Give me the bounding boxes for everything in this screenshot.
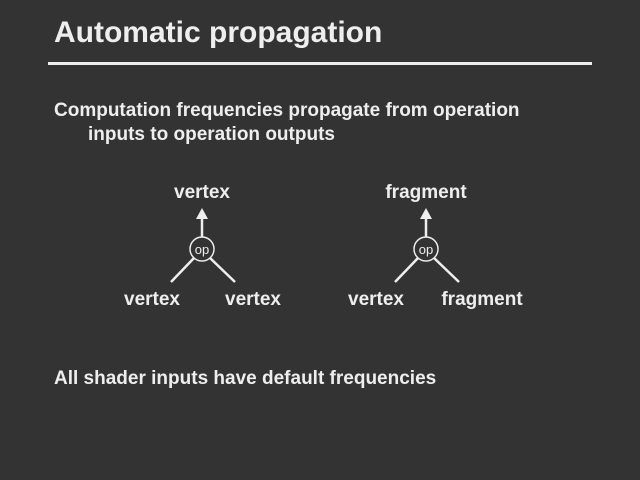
input-label-right-a: vertex (348, 289, 404, 310)
output-label-right: fragment (385, 182, 467, 203)
input-edge-left-a (170, 257, 195, 283)
op-label-left: op (194, 242, 210, 257)
slide-title: Automatic propagation (54, 16, 383, 49)
diagram-left-graph (170, 208, 236, 283)
input-label-left-b: vertex (225, 289, 281, 310)
op-label-right: op (418, 242, 434, 257)
input-edge-left-b (209, 257, 236, 283)
arrowhead-left (196, 208, 208, 219)
input-label-left-a: vertex (124, 289, 180, 310)
bullet-1-line-1: Computation frequencies propagate from o… (54, 100, 520, 121)
input-label-right-b: fragment (441, 289, 523, 310)
output-label-left: vertex (174, 182, 230, 203)
title-divider (48, 62, 592, 65)
arrowhead-right (420, 208, 432, 219)
diagram-right-graph (394, 208, 460, 283)
input-edge-right-b (433, 257, 460, 283)
input-edge-right-a (394, 257, 419, 283)
bullet-1-line-2: inputs to operation outputs (88, 124, 335, 145)
bullet-2: All shader inputs have default frequenci… (54, 368, 437, 389)
